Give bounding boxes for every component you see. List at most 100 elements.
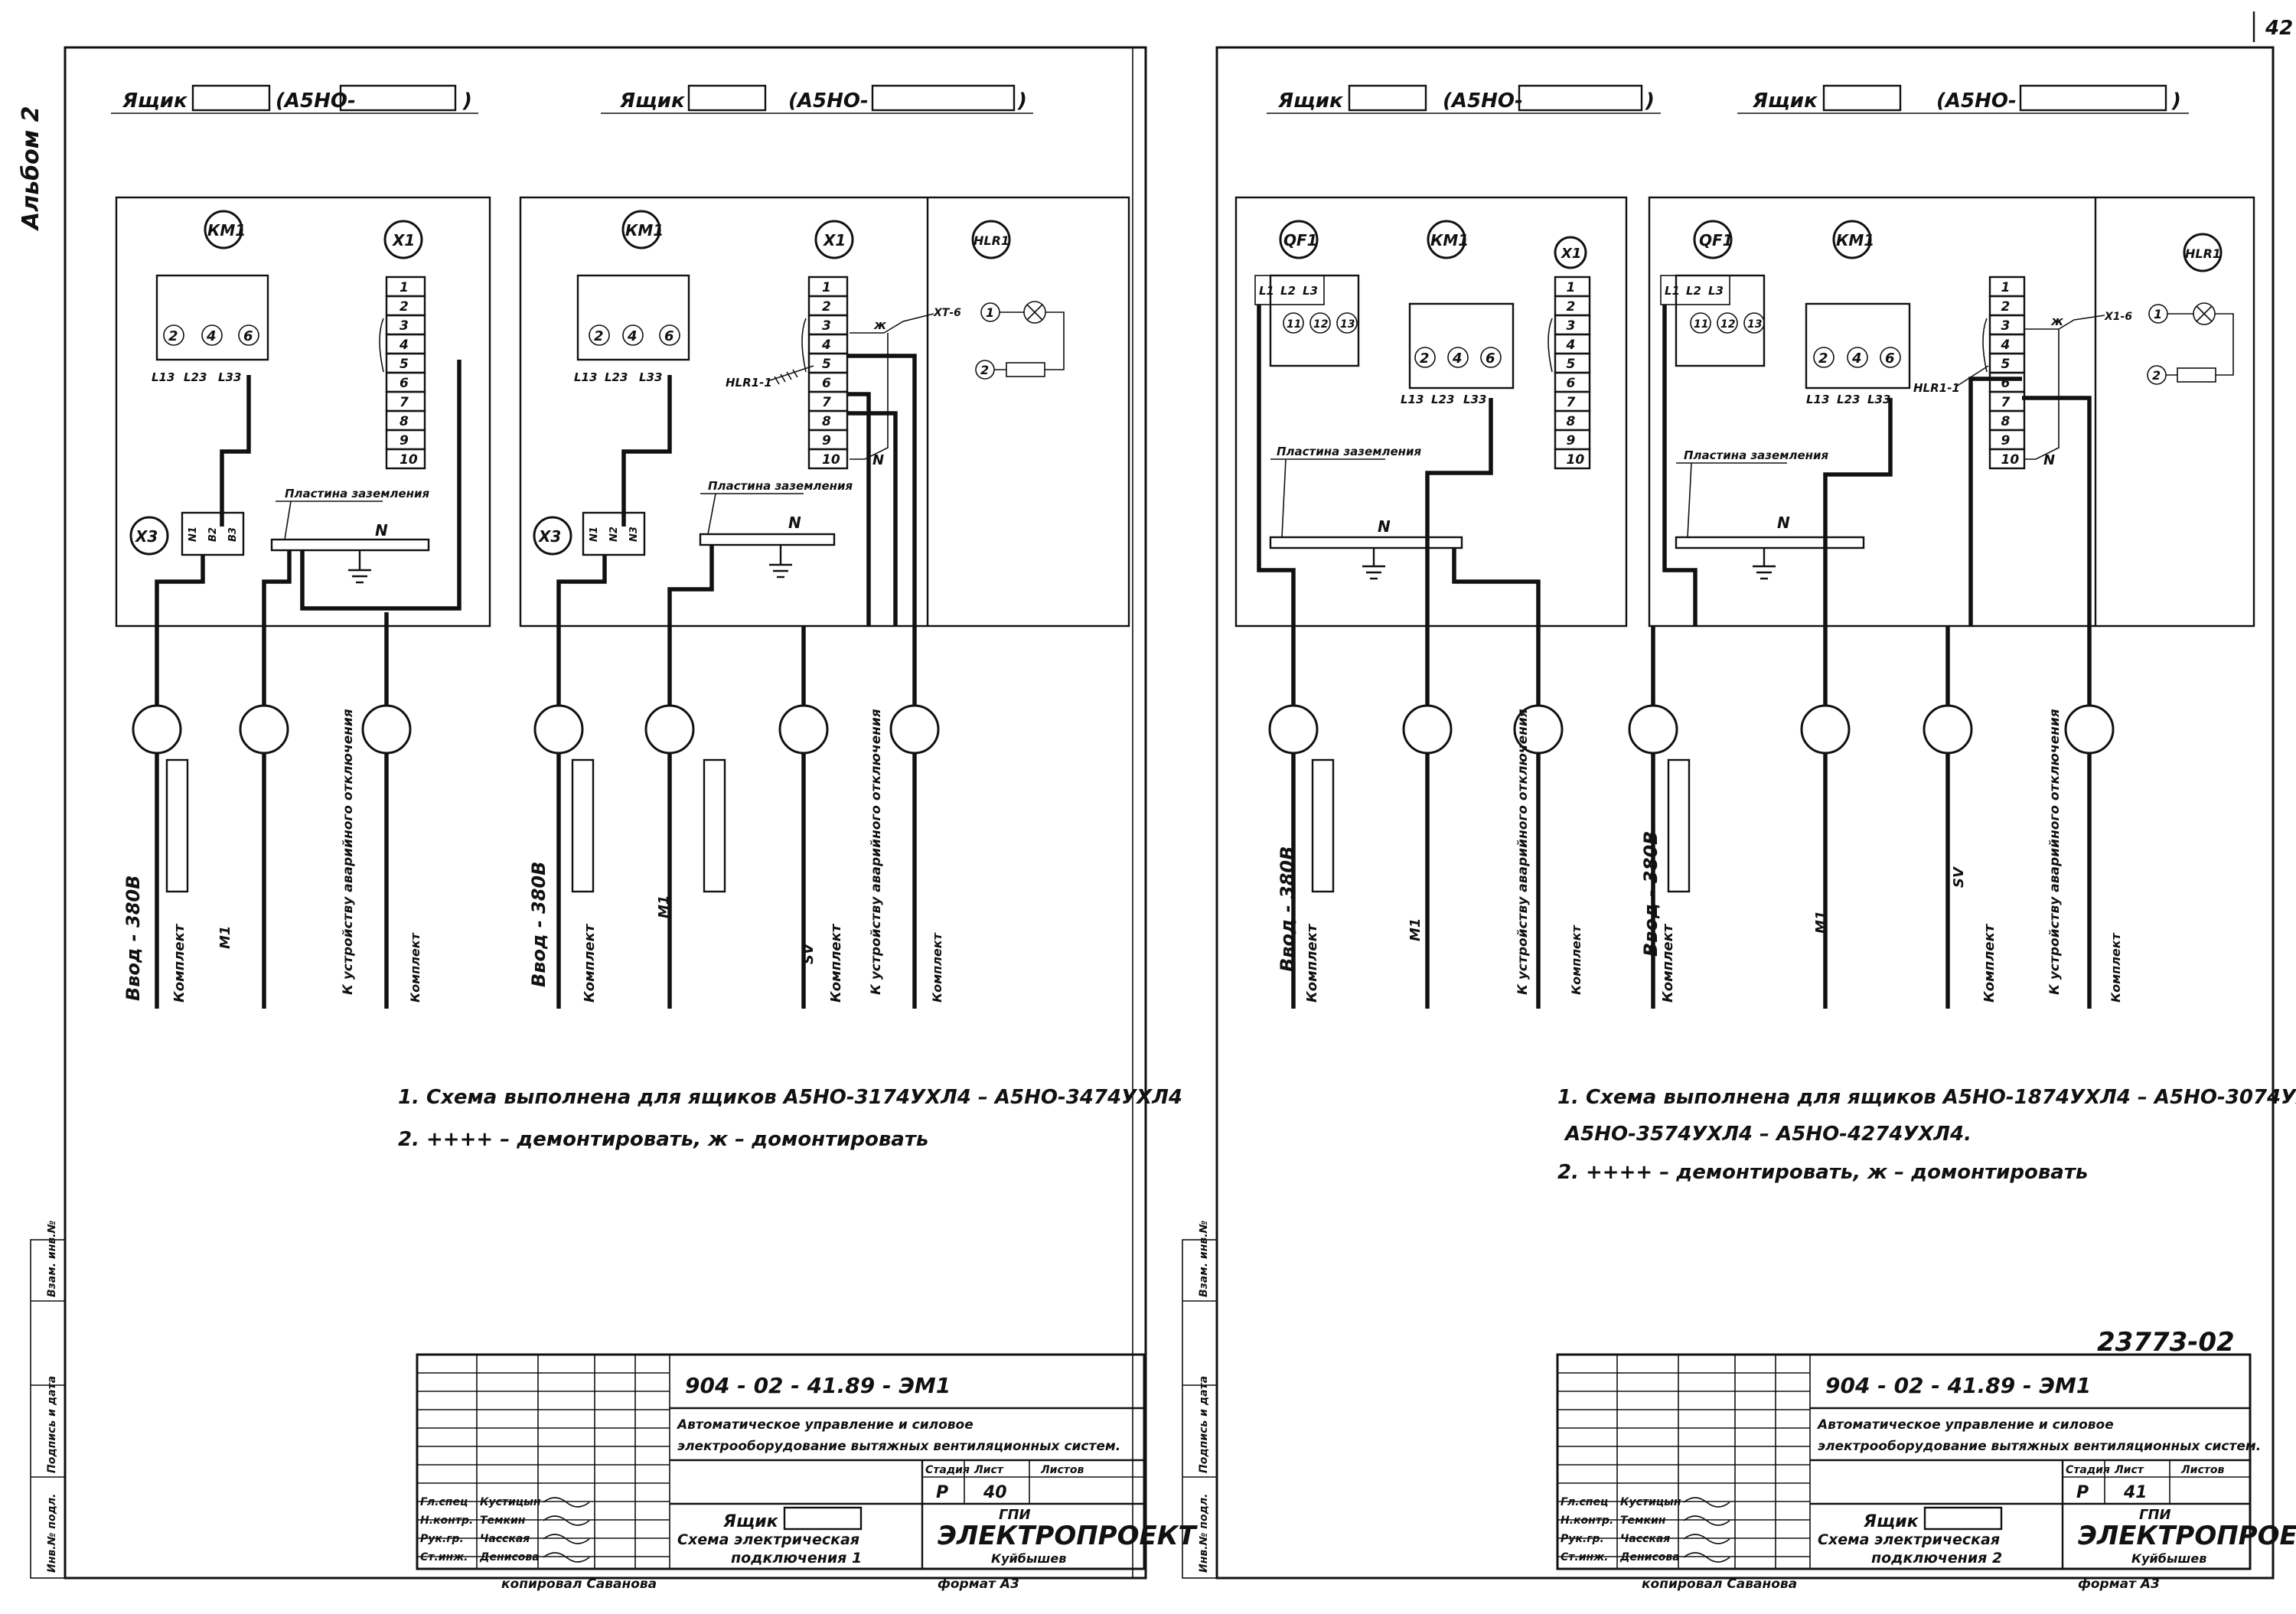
left-header-1: Ящик (А5НО- ): [111, 84, 478, 114]
terminal-number: 7: [2001, 395, 2011, 410]
svg-text:Ящик: Ящик: [1863, 1512, 1919, 1531]
svg-text:): ): [462, 90, 472, 112]
signature: [1683, 1534, 1730, 1544]
terminal-number: 3: [2001, 318, 2011, 334]
svg-text:Х1: Х1: [822, 231, 846, 249]
svg-text:): ): [2171, 90, 2181, 112]
cable-label: М1: [1407, 918, 1424, 941]
svg-text:электрооборудование вытяжных в: электрооборудование вытяжных вентиляцион…: [677, 1439, 1120, 1454]
left-note-1: 1. Схема выполнена для ящиков А5НО-3174У…: [398, 1086, 1182, 1109]
cable-label: SV: [1951, 866, 1967, 888]
terminal-number: 4: [821, 337, 831, 353]
svg-text:Пластина заземления: Пластина заземления: [708, 479, 853, 493]
cable-label: Ввод - 380В: [528, 862, 550, 987]
signature: [543, 1534, 590, 1544]
cable-gland: [239, 704, 289, 755]
cable-tag-box: [571, 758, 595, 893]
ground-plate-label: Пластина заземления: [285, 487, 429, 501]
svg-text:ХТ-6: ХТ-6: [933, 307, 961, 319]
svg-text:QF1: QF1: [1699, 231, 1733, 249]
svg-text:КМ1: КМ1: [625, 221, 664, 240]
terminal-number: 1: [1567, 280, 1576, 295]
cable-label: Комплект: [2108, 931, 2123, 1003]
svg-text:N1: N1: [188, 527, 199, 542]
right-note-2: А5НО-3574УХЛ4 – А5НО-4274УХЛ4.: [1564, 1123, 1971, 1146]
left-header-2: Ящик (А5НО- ): [601, 84, 1033, 114]
svg-text:Х1: Х1: [1561, 246, 1581, 262]
cable-label: Комплект: [1981, 923, 1998, 1003]
terminal-number: 3: [1567, 318, 1576, 334]
svg-text:L23: L23: [1431, 393, 1454, 406]
svg-text:L33: L33: [218, 370, 241, 384]
svg-text:Кустицын: Кустицын: [1620, 1496, 1681, 1508]
terminal-cell: [807, 448, 849, 470]
terminal-number: 7: [822, 395, 831, 410]
svg-text:): ): [1645, 90, 1655, 112]
cable-gland: [778, 704, 829, 755]
terminal-number: 4: [399, 337, 409, 353]
svg-text:Лист: Лист: [974, 1464, 1004, 1476]
svg-text:Кустицын: Кустицын: [480, 1496, 541, 1508]
svg-text:4: 4: [627, 328, 638, 344]
svg-text:2: 2: [168, 328, 178, 344]
cable-label: К устройству аварийного отключения: [1515, 709, 1531, 995]
svg-text:B3: B3: [227, 527, 239, 542]
cable-label: Ввод - 380В: [122, 875, 144, 1001]
svg-text:Ящик: Ящик: [722, 1512, 779, 1531]
cable-gland: [1402, 704, 1453, 755]
terminal-number: 2: [822, 299, 831, 315]
svg-text:N2: N2: [608, 527, 620, 542]
terminal-number: 5: [400, 357, 409, 372]
cable-gland: [361, 704, 412, 755]
svg-text:Н.контр.: Н.контр.: [1561, 1515, 1613, 1527]
terminal-number: 9: [822, 433, 831, 448]
svg-text:Х1-6: Х1-6: [2104, 311, 2132, 323]
svg-text:электрооборудование вытяжных в: электрооборудование вытяжных вентиляцион…: [1818, 1439, 2261, 1454]
cable-gland: [533, 704, 584, 755]
sheet-number: 40: [983, 1483, 1007, 1502]
cable-label: М1: [217, 926, 233, 949]
svg-text:L13: L13: [1401, 393, 1424, 406]
svg-text:(А5НО-: (А5НО-: [1936, 90, 2017, 112]
svg-text:2: 2: [980, 363, 989, 377]
cable-label: Комплект: [582, 923, 598, 1003]
svg-text:L1: L1: [1259, 284, 1274, 298]
svg-text:1: 1: [986, 305, 994, 320]
svg-text:Темкин: Темкин: [1620, 1515, 1666, 1527]
cable-label: К устройству аварийного отключения: [2047, 709, 2063, 995]
svg-text:(А5НО-: (А5НО-: [1443, 90, 1523, 112]
svg-text:L33: L33: [1867, 393, 1890, 406]
svg-text:HLR1-1: HLR1-1: [726, 376, 772, 390]
cable-label: Комплект: [408, 931, 422, 1003]
signature: [1683, 1497, 1730, 1508]
cable-label: Комплект: [828, 923, 844, 1003]
terminal-number: 7: [400, 395, 409, 410]
svg-text:L33: L33: [639, 370, 662, 384]
svg-text:копировал Саванова: копировал Саванова: [1642, 1577, 1797, 1592]
left-note-2: 2. ++++ – демонтировать, ж – домонтирова…: [398, 1128, 928, 1151]
terminal-cell: [385, 448, 426, 470]
signature: [1683, 1515, 1730, 1526]
left-sheet: Взам. инв.№ Подпись и дата Инв.№ подл. Я…: [30, 46, 1199, 1592]
svg-text:подключения 1: подключения 1: [731, 1550, 862, 1567]
terminal-number: 4: [2001, 337, 2011, 353]
stamp-swap-label: Взам. инв.№: [1198, 1220, 1210, 1297]
svg-text:L13: L13: [1806, 393, 1829, 406]
cable-tag-box: [703, 758, 726, 893]
cable-label: Комплект: [930, 931, 944, 1003]
svg-text:12: 12: [1720, 318, 1735, 331]
svg-text:Лист: Лист: [2114, 1464, 2144, 1476]
signature: [543, 1497, 590, 1508]
right-sheet: Взам. инв.№ Подпись и дата Инв.№ подл. Я…: [1182, 46, 2296, 1592]
cable-label: М1: [1813, 911, 1829, 934]
terminal-number: 8: [400, 414, 409, 429]
svg-text:Гл.спец: Гл.спец: [420, 1496, 468, 1508]
svg-text:ГПИ: ГПИ: [999, 1507, 1031, 1523]
terminal-number: 2: [400, 299, 409, 315]
terminal-number: 7: [1567, 395, 1576, 410]
